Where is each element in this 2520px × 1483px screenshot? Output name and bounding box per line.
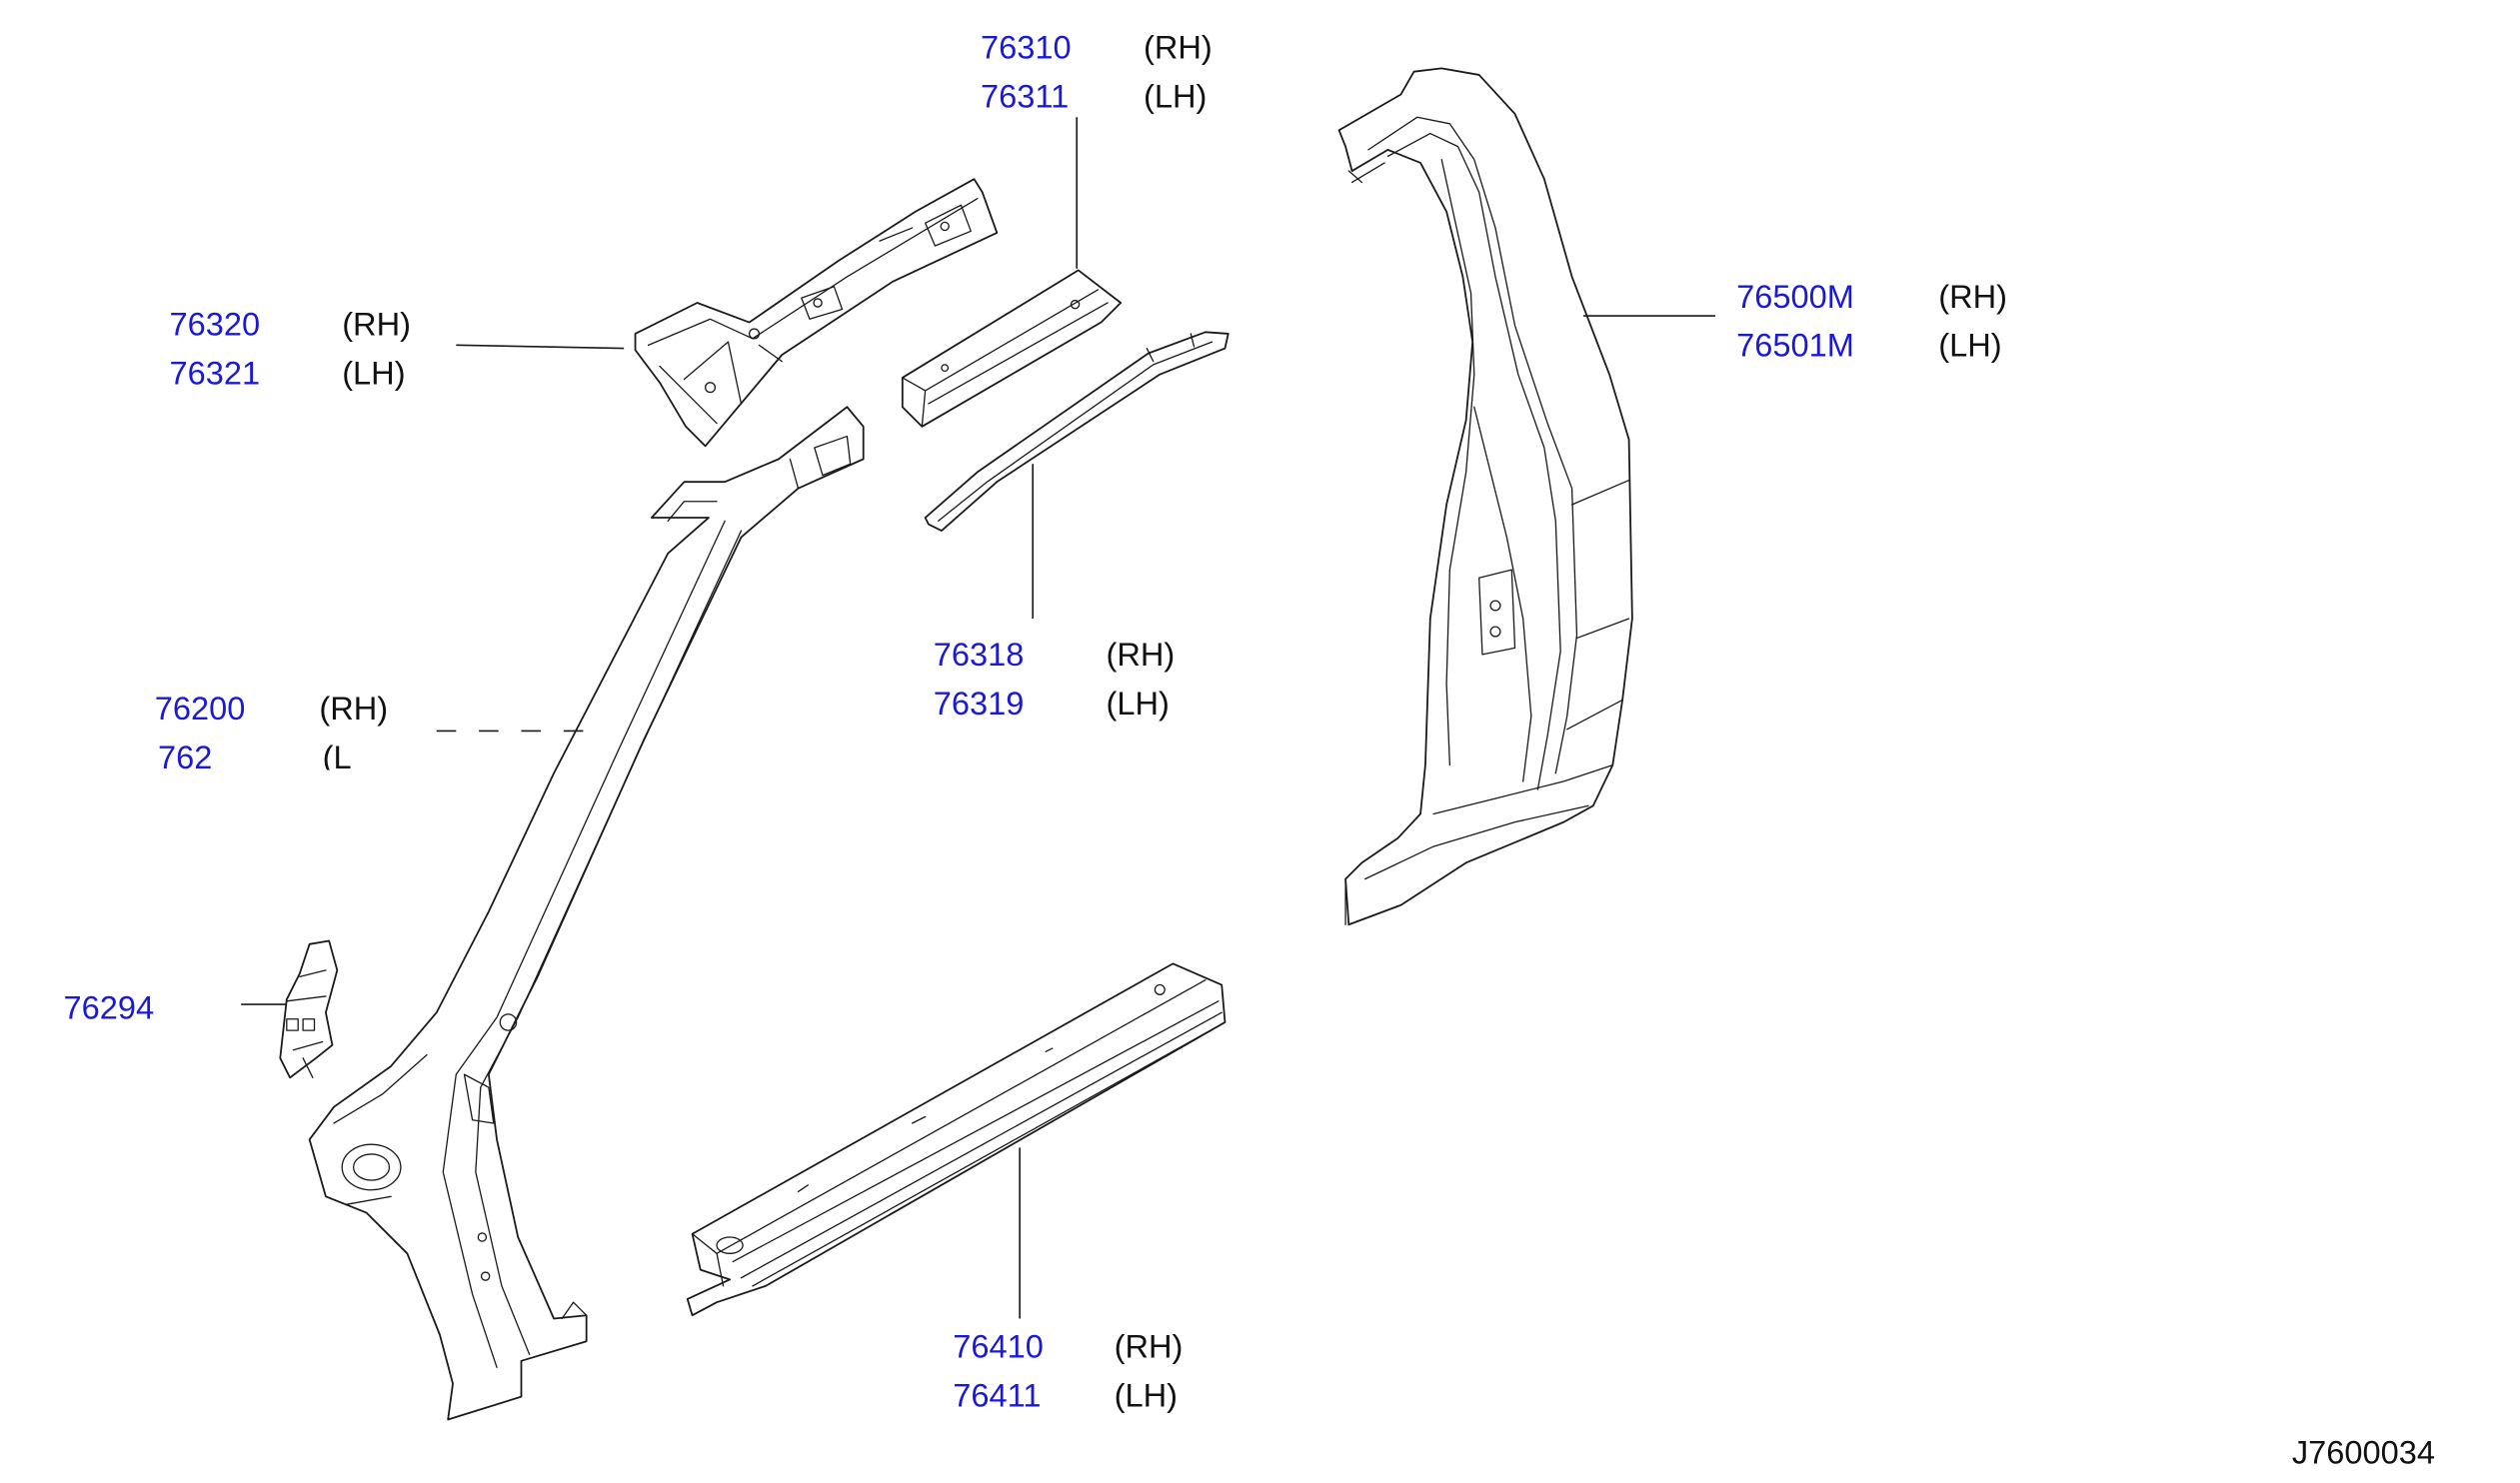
drawing-code: J7600034 bbox=[2292, 1434, 2435, 1470]
part-number-fragment: 762 bbox=[158, 740, 212, 775]
side-label-lh: (LH) bbox=[1144, 79, 1207, 115]
callout-upper-bracket: 76320 (RH) 76321 (LH) bbox=[169, 307, 411, 392]
side-label-rh: (RH) bbox=[1115, 1329, 1184, 1365]
small-bracket-part bbox=[279, 939, 339, 1079]
front-pillar-part bbox=[308, 406, 865, 1421]
part-number-76200: 76200 bbox=[155, 691, 246, 727]
part-number-76500m: 76500M bbox=[1736, 279, 1854, 315]
roof-rail-part bbox=[901, 269, 1123, 428]
side-label-lh: (LH) bbox=[1938, 328, 2001, 364]
callout-small-bracket: 76294 bbox=[64, 990, 155, 1026]
roof-rail-inner-part bbox=[924, 331, 1230, 532]
side-label-rh: (RH) bbox=[1938, 279, 2007, 315]
part-number-76321: 76321 bbox=[169, 355, 260, 391]
part-number-76411: 76411 bbox=[953, 1377, 1041, 1413]
part-number-76311: 76311 bbox=[981, 79, 1069, 115]
side-label-lh: (LH) bbox=[1115, 1377, 1178, 1413]
side-label-fragment: (L bbox=[323, 740, 352, 775]
part-number-76318: 76318 bbox=[934, 637, 1025, 673]
side-label-rh: (RH) bbox=[319, 691, 388, 727]
part-number-76320: 76320 bbox=[169, 307, 260, 343]
part-number-76501m: 76501M bbox=[1736, 328, 1854, 364]
side-label-rh: (RH) bbox=[1107, 637, 1176, 673]
side-label-rh: (RH) bbox=[1144, 30, 1213, 66]
callout-sill: 76410 (RH) 76411 (LH) bbox=[953, 1329, 1183, 1414]
leader-line-upper-bracket bbox=[456, 344, 625, 350]
callout-center-pillar: 76500M (RH) 76501M (LH) bbox=[1736, 279, 2007, 364]
clipped-label-line: 762 (L bbox=[158, 740, 352, 775]
part-number-76410: 76410 bbox=[953, 1329, 1044, 1365]
part-number-76319: 76319 bbox=[934, 686, 1025, 722]
sill-part bbox=[686, 962, 1227, 1317]
side-label-rh: (RH) bbox=[342, 307, 411, 343]
callout-roof-rail-inner: 76318 (RH) 76319 (LH) bbox=[934, 637, 1176, 722]
side-label-lh: (LH) bbox=[342, 355, 405, 391]
callout-front-pillar: 76200 (RH) 762 (L bbox=[155, 691, 388, 775]
part-number-76294: 76294 bbox=[64, 990, 155, 1026]
side-label-lh: (LH) bbox=[1107, 686, 1170, 722]
leader-lines bbox=[241, 117, 1715, 1319]
callout-roof-rail: 76310 (RH) 76311 (LH) bbox=[981, 30, 1213, 115]
upper-bracket-part bbox=[634, 178, 999, 448]
part-number-76310: 76310 bbox=[981, 30, 1072, 66]
center-pillar-part bbox=[1337, 67, 1633, 926]
